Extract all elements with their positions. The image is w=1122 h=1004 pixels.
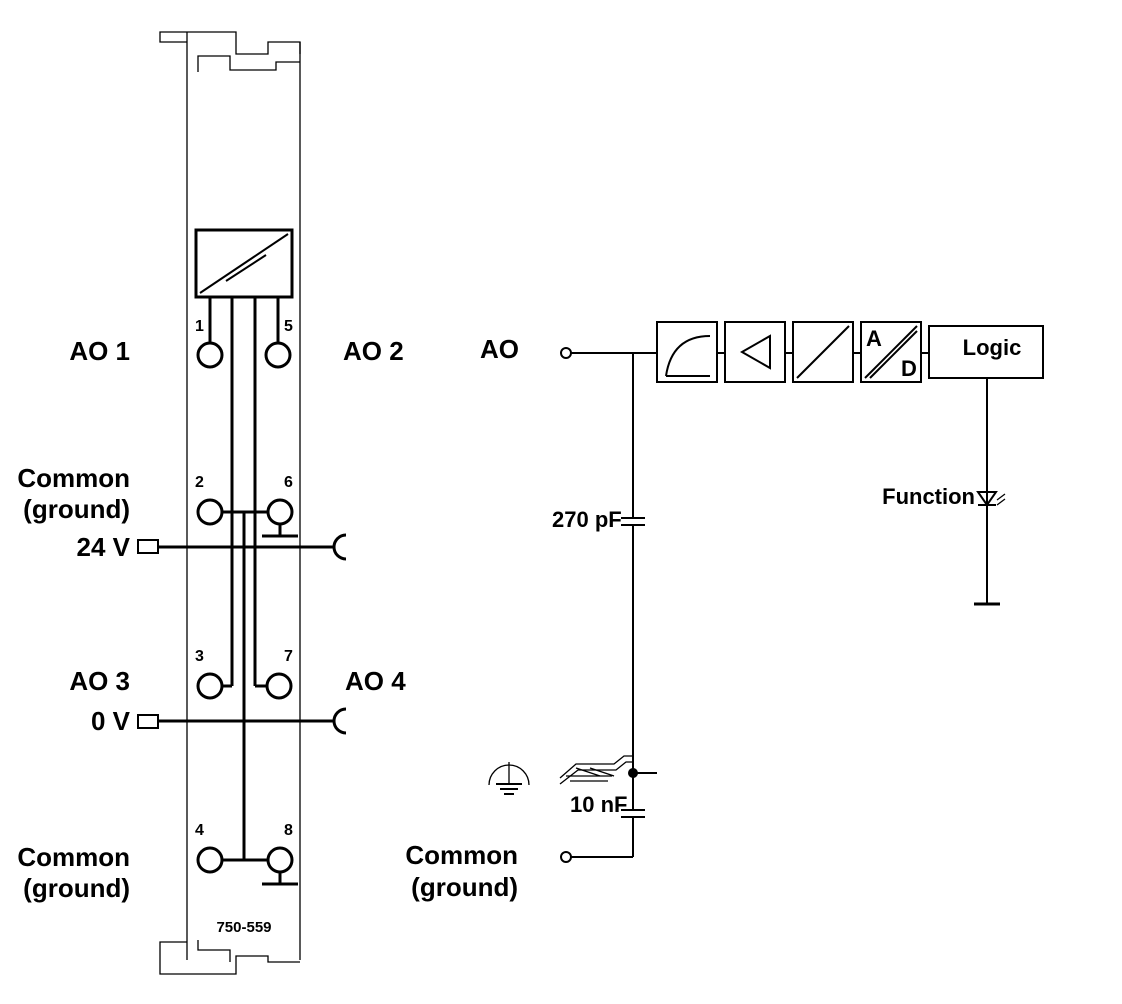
- terminal-1: [196, 341, 224, 369]
- contact-24v-left: [137, 539, 159, 554]
- amplifier-block: [724, 321, 786, 383]
- label-ao3: AO 3: [69, 666, 130, 696]
- contact-0v-left: [137, 714, 159, 729]
- ao-input-terminal: [560, 347, 572, 359]
- cap-270pf-label: 270 pF: [552, 507, 622, 532]
- housing-top-clip: [187, 31, 301, 55]
- pin-number-3: 3: [195, 648, 204, 665]
- terminal-3: [196, 672, 224, 700]
- converter-block: [194, 228, 294, 299]
- function-label: Function: [882, 484, 975, 509]
- label-common-top: Common: [17, 463, 130, 493]
- power-contacts: [137, 533, 347, 735]
- terminal-7: [265, 672, 293, 700]
- schematic-ao-label: AO: [480, 334, 519, 364]
- logic-block: Logic: [928, 325, 1044, 379]
- ad-label-a: A: [866, 326, 882, 351]
- module-housing: [159, 31, 301, 975]
- housing-top-clip-inner: [197, 55, 300, 72]
- terminal-2: [196, 498, 224, 526]
- housing-top-clip-left: [159, 31, 187, 43]
- pin-number-6: 6: [284, 474, 293, 491]
- schematic-common-label: Common: [405, 840, 518, 870]
- converter-diagonal-2: [225, 254, 267, 282]
- housing-bottom-clip: [187, 955, 300, 975]
- label-24v: 24 V: [77, 532, 131, 562]
- led-icon: [976, 491, 1006, 507]
- converter-diagonal: [199, 233, 289, 294]
- filter-block: [656, 321, 718, 383]
- schematic-ground-label: (ground): [411, 872, 518, 902]
- internal-wiring: [208, 297, 280, 862]
- din-rail-icon: [559, 755, 633, 785]
- label-ao2: AO 2: [343, 336, 404, 366]
- converter-block-2: [792, 321, 854, 383]
- housing-bottom-clip-inner: [197, 940, 231, 962]
- terminal-ground-symbols: [262, 524, 298, 886]
- label-ao1: AO 1: [69, 336, 130, 366]
- pin-numbers: 1 2 3 4 5 6 7 8: [195, 318, 293, 839]
- pin-number-4: 4: [195, 822, 204, 839]
- housing-bottom-clip-left: [159, 941, 187, 975]
- label-ground-bottom: (ground): [23, 873, 130, 903]
- logic-label: Logic: [963, 335, 1022, 360]
- cap-10nf-label: 10 nF: [570, 792, 627, 817]
- schematic: AO 270 pF 10 nF Common (ground): [405, 321, 1044, 902]
- pin-number-1: 1: [195, 318, 204, 335]
- terminal-6: [266, 498, 294, 526]
- terminal-5: [264, 341, 292, 369]
- common-terminal: [560, 851, 572, 863]
- part-number: 750-559: [216, 919, 271, 936]
- converter-box: [194, 228, 294, 299]
- protective-earth-icon: [488, 762, 530, 795]
- pin-number-5: 5: [284, 318, 293, 335]
- ad-converter-block: A D: [860, 321, 922, 383]
- ad-label-d: D: [901, 356, 917, 381]
- label-common-bottom: Common: [17, 842, 130, 872]
- contact-0v-right: [332, 707, 347, 735]
- terminal-8: [266, 846, 294, 874]
- label-0v: 0 V: [91, 706, 131, 736]
- contact-24v-right: [332, 533, 347, 561]
- pin-number-2: 2: [195, 474, 204, 491]
- label-ground-top: (ground): [23, 494, 130, 524]
- module-labels: AO 1 AO 2 Common (ground) 24 V AO 3 AO 4…: [17, 336, 406, 936]
- pin-number-8: 8: [284, 822, 293, 839]
- pin-number-7: 7: [284, 648, 293, 665]
- label-ao4: AO 4: [345, 666, 406, 696]
- terminal-4: [196, 846, 224, 874]
